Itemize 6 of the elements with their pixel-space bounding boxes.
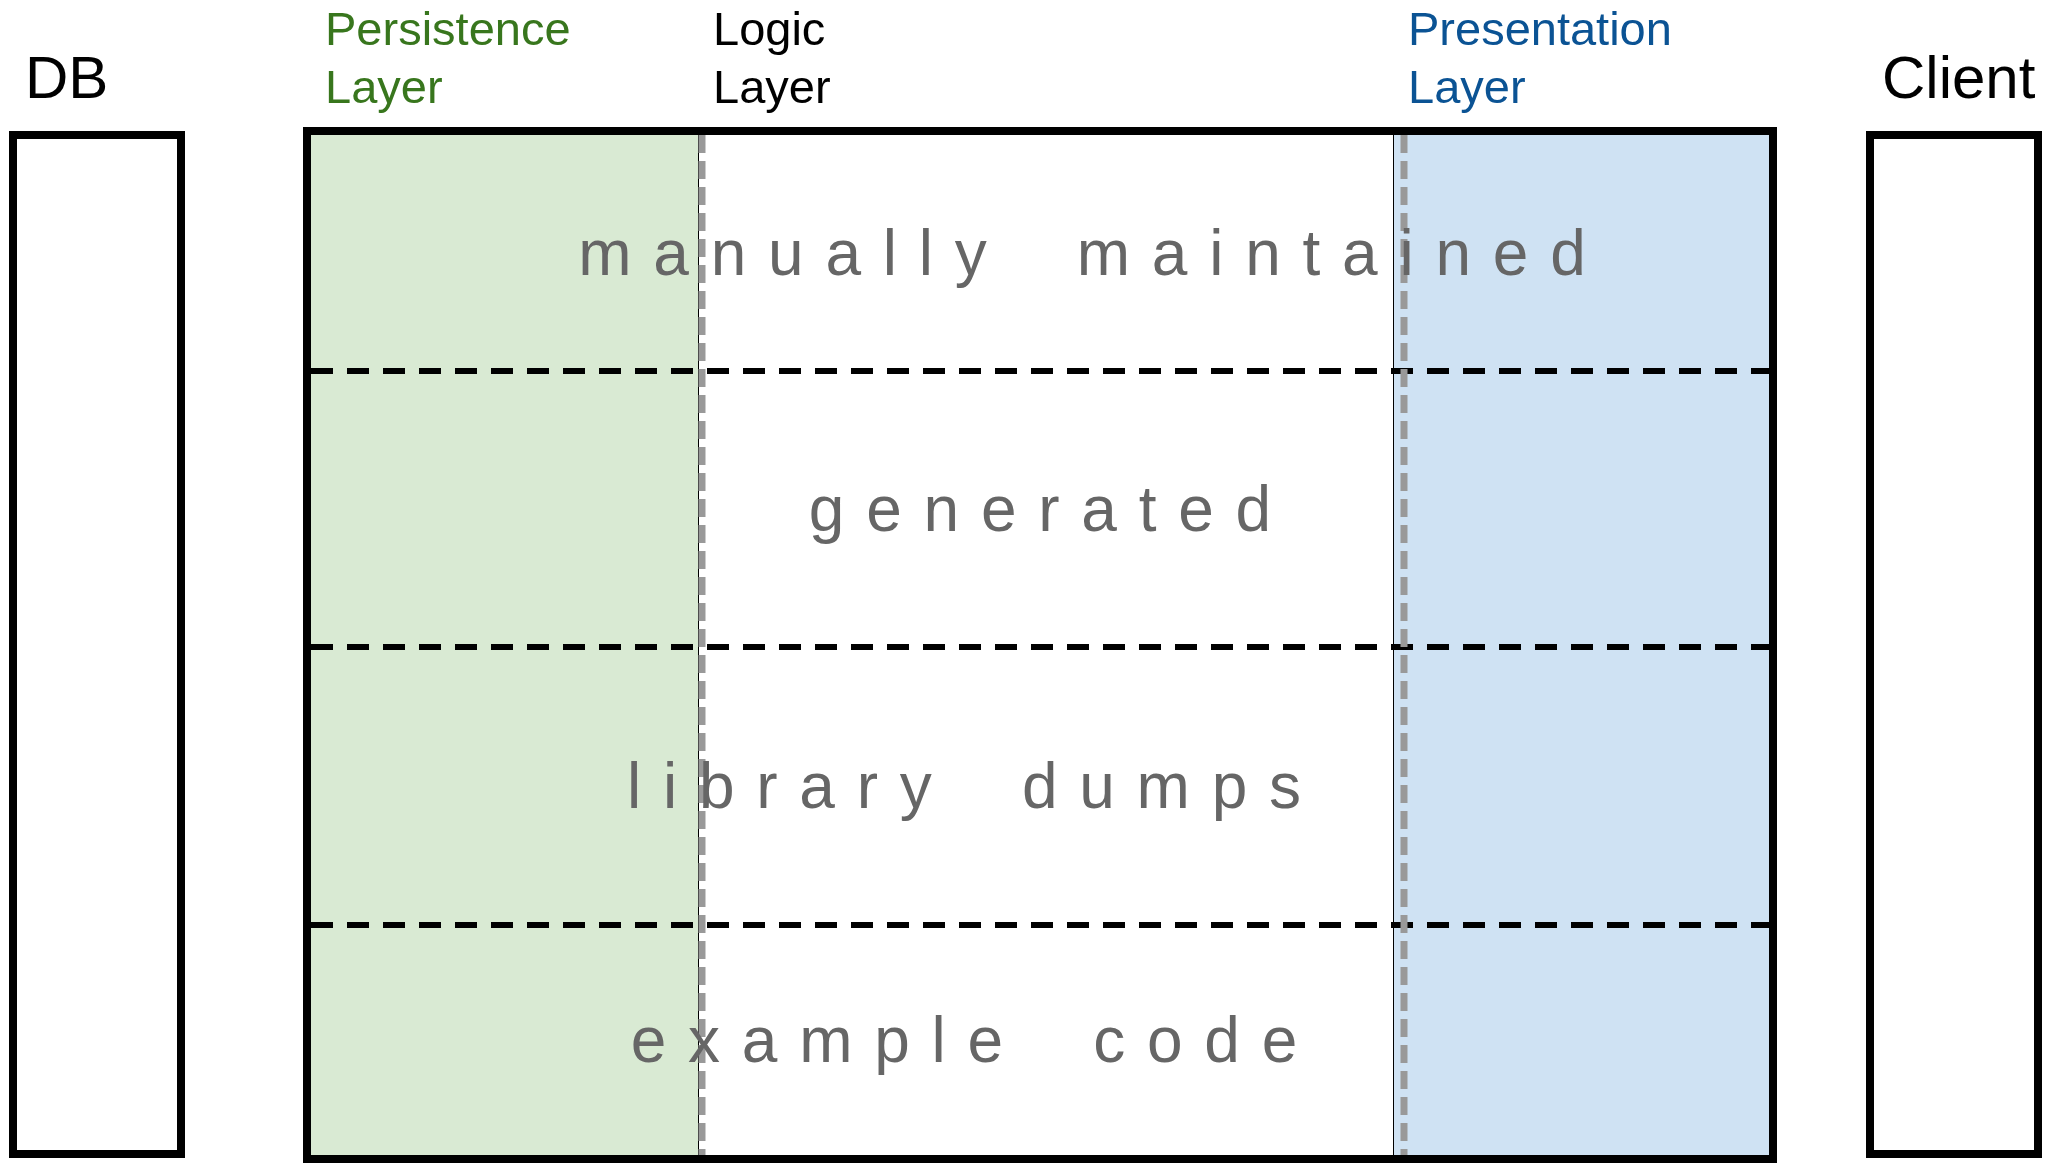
system-label: DB xyxy=(25,43,109,113)
layer-heading: Persistence Layer xyxy=(325,1,572,115)
layer-heading: Logic Layer xyxy=(713,1,832,115)
system-label: Client xyxy=(1882,43,2036,113)
layer-heading: Presentation Layer xyxy=(1408,1,1673,115)
category-label: generated xyxy=(807,472,1293,546)
